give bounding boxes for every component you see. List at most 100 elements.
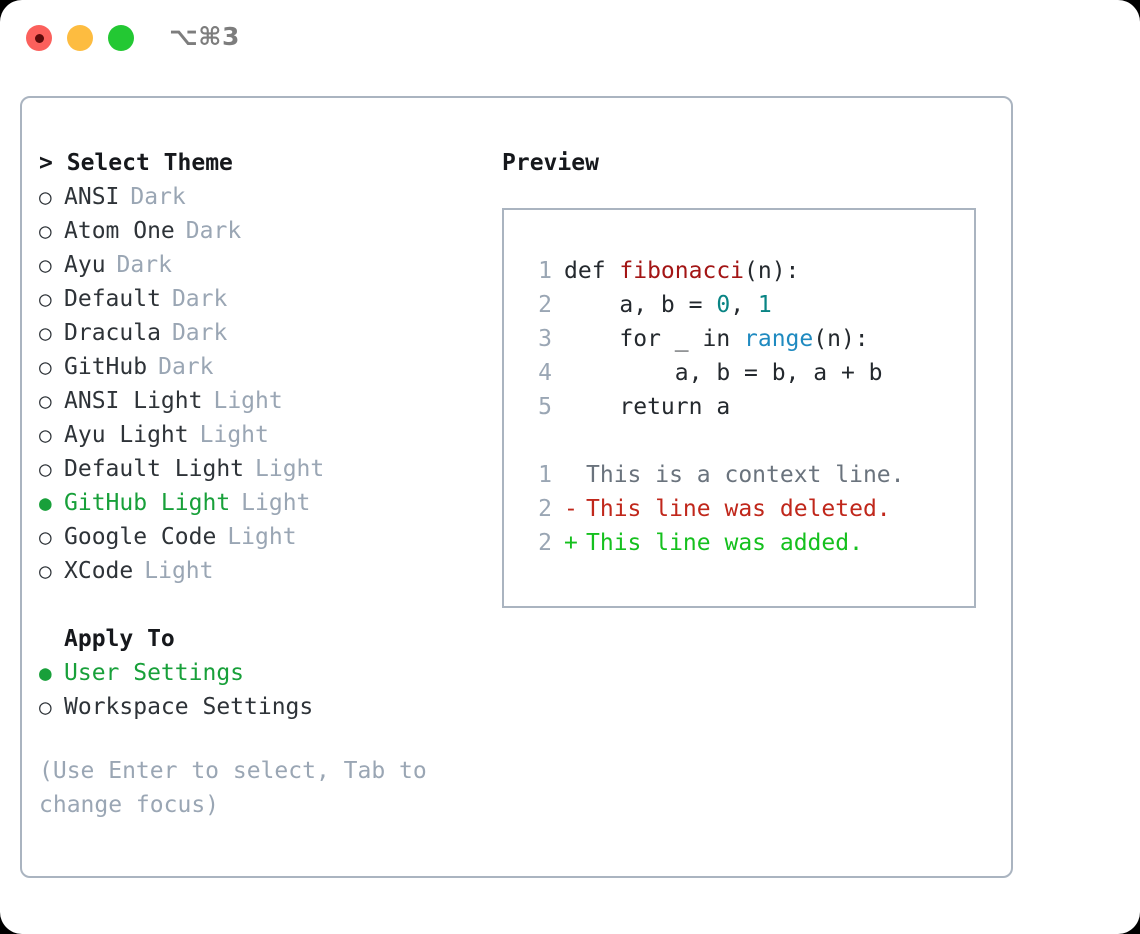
title-bar: ⌥⌘3 [0, 0, 1140, 78]
code-line: 3 for _ in range(n): [522, 322, 966, 356]
diff-text: This line was added. [586, 530, 863, 556]
theme-variant-tag: Light [255, 456, 325, 482]
list-spacer [39, 588, 479, 622]
theme-option-label: Default Light [64, 456, 245, 482]
code-token: , [730, 292, 758, 318]
diff-lines: 1 This is a context line.2-This line was… [522, 458, 966, 560]
theme-option-label: Dracula [64, 320, 161, 346]
theme-variant-tag: Light [241, 490, 311, 516]
radio-unselected-icon: ○ [39, 253, 52, 277]
theme-option-label: Atom One [64, 218, 175, 244]
theme-option-ayu-light[interactable]: ○ Ayu Light Light [39, 418, 479, 452]
theme-variant-tag: Light [144, 558, 214, 584]
code-line: 2 a, b = 0, 1 [522, 288, 966, 322]
theme-option-label: ANSI Light [64, 388, 203, 414]
radio-unselected-icon: ○ [39, 287, 52, 311]
code-token: return a [564, 394, 731, 420]
line-number: 2 [538, 496, 552, 522]
radio-selected-icon: ● [39, 491, 52, 515]
theme-option-label: GitHub [64, 354, 148, 380]
theme-variant-tag: Dark [171, 320, 228, 346]
code-token: fibonacci [619, 258, 745, 284]
diff-marker: - [564, 496, 578, 522]
code-token: def [564, 258, 620, 284]
theme-option-label: ANSI [64, 184, 120, 210]
line-number: 5 [538, 394, 552, 420]
line-number: 1 [538, 258, 552, 284]
apply-to-option-label: User Settings [64, 660, 245, 686]
radio-unselected-icon: ○ [39, 457, 52, 481]
theme-option-ayu[interactable]: ○ Ayu Dark [39, 248, 479, 282]
diff-text: This is a context line. [586, 462, 905, 488]
theme-option-default-light[interactable]: ○ Default Light Light [39, 452, 479, 486]
apply-to-heading: Apply To [64, 626, 175, 652]
theme-option-ansi[interactable]: ○ ANSI Dark [39, 180, 479, 214]
keyboard-hint-text: (Use Enter to select, Tab to change focu… [39, 758, 427, 818]
diff-line-del: 2-This line was deleted. [522, 492, 966, 526]
radio-unselected-icon: ○ [39, 559, 52, 583]
select-theme-heading: > Select Theme [39, 146, 479, 180]
code-line: 5 return a [522, 390, 966, 424]
apply-to-option-workspace-settings[interactable]: ○Workspace Settings [39, 690, 479, 724]
line-number: 3 [538, 326, 552, 352]
theme-variant-tag: Light [213, 388, 283, 414]
line-number: 2 [538, 292, 552, 318]
diff-marker [564, 458, 586, 492]
close-button[interactable] [26, 25, 52, 51]
code-token: 1 [757, 292, 772, 318]
theme-option-dracula[interactable]: ○ Dracula Dark [39, 316, 479, 350]
theme-variant-tag: Dark [171, 286, 228, 312]
window-controls [26, 25, 134, 51]
code-token: (n): [813, 326, 869, 352]
theme-option-ansi-light[interactable]: ○ ANSI Light Light [39, 384, 479, 418]
theme-option-xcode[interactable]: ○ XCode Light [39, 554, 479, 588]
theme-option-github[interactable]: ○ GitHub Dark [39, 350, 479, 384]
theme-option-label: Ayu Light [64, 422, 189, 448]
select-theme-title: Select Theme [66, 150, 233, 176]
diff-spacer [522, 424, 966, 458]
radio-unselected-icon: ○ [39, 423, 52, 447]
prompt-caret: > [39, 150, 53, 176]
code-token: a, b = b, a + b [564, 360, 883, 386]
theme-option-label: XCode [64, 558, 134, 584]
code-token: (n): [744, 258, 800, 284]
minimize-button[interactable] [67, 25, 93, 51]
diff-line-context: 1 This is a context line. [522, 458, 966, 492]
radio-unselected-icon: ○ [39, 321, 52, 345]
theme-option-label: Default [64, 286, 161, 312]
radio-unselected-icon: ○ [39, 185, 52, 209]
code-line: 4 a, b = b, a + b [522, 356, 966, 390]
radio-unselected-icon: ○ [39, 525, 52, 549]
theme-option-default[interactable]: ○ Default Dark [39, 282, 479, 316]
preview-heading: Preview [502, 150, 599, 176]
diff-marker: + [564, 530, 578, 556]
theme-option-label: Ayu [64, 252, 106, 278]
apply-to-option-user-settings[interactable]: ● User Settings [39, 656, 479, 690]
theme-variant-tag: Dark [158, 354, 214, 380]
radio-unselected-icon: ○ [39, 389, 52, 413]
theme-variant-tag: Light [199, 422, 269, 448]
apply-to-list: ● User Settings ○Workspace Settings [39, 656, 479, 724]
theme-variant-tag: Dark [185, 218, 242, 244]
theme-variant-tag: Dark [116, 252, 172, 278]
maximize-button[interactable] [108, 25, 134, 51]
radio-unselected-icon: ○ [39, 355, 52, 379]
line-number: 2 [538, 530, 552, 556]
theme-variant-tag: Dark [130, 184, 186, 210]
code-token: 0 [716, 292, 731, 318]
theme-variant-tag: Light [227, 524, 297, 550]
diff-text: This line was deleted. [586, 496, 891, 522]
code-line: 1 def fibonacci(n): [522, 254, 966, 288]
radio-selected-icon: ● [39, 661, 52, 685]
code-token: for _ in [564, 326, 745, 352]
